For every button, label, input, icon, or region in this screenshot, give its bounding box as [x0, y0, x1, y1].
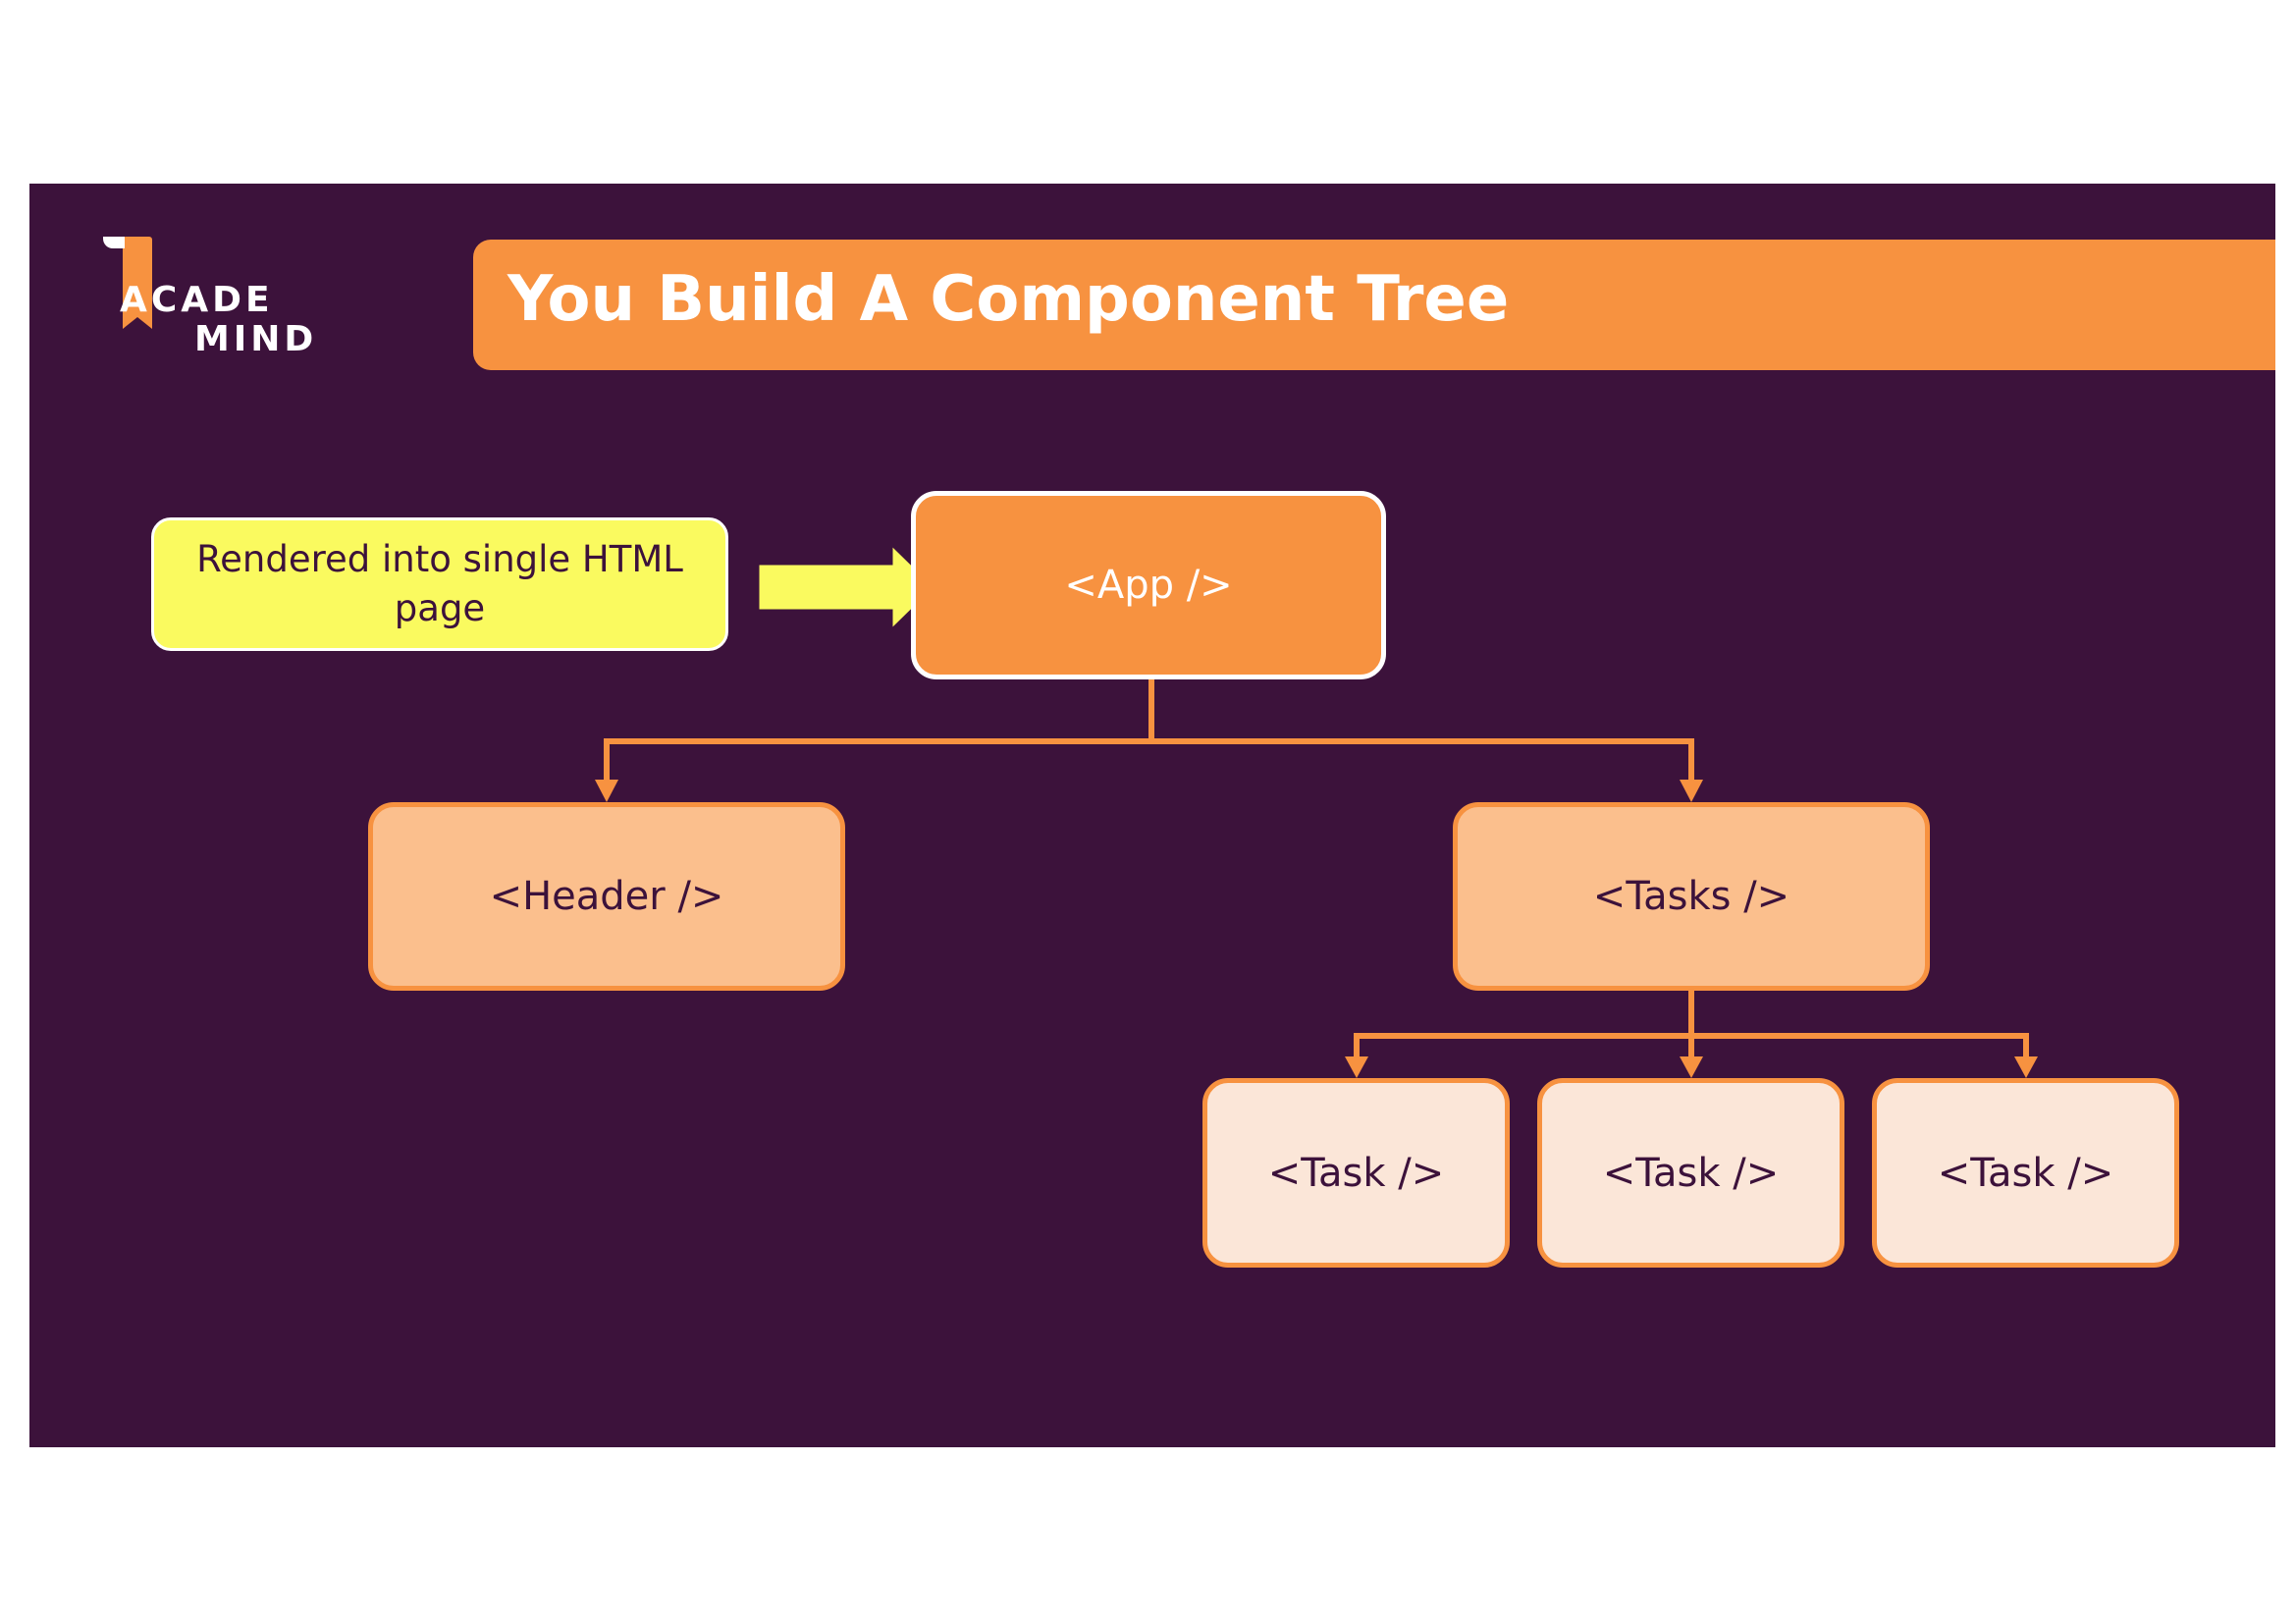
callout-arrow-icon	[756, 540, 938, 634]
logo-flag-icon	[103, 237, 152, 329]
logo-text-line2: MIND	[194, 319, 318, 359]
arrowhead-task2	[1680, 1056, 1703, 1078]
render-callout: Rendered into single HTML page	[151, 517, 728, 651]
slide: ACADE MIND You Build A Component Tree	[29, 184, 2275, 1447]
node-app: <App />	[911, 491, 1386, 679]
title-bar: You Build A Component Tree	[473, 240, 2275, 370]
slide-title: You Build A Component Tree	[507, 263, 1510, 336]
node-task: <Task />	[1537, 1078, 1844, 1268]
tree-connectors	[595, 540, 2038, 1078]
node-tasks: <Tasks />	[1453, 802, 1930, 991]
arrowhead-task3	[2014, 1056, 2038, 1078]
node-task: <Task />	[1202, 1078, 1510, 1268]
arrowhead-task1	[1345, 1056, 1368, 1078]
arrowhead-header	[595, 780, 618, 802]
academind-logo: ACADE MIND	[90, 237, 346, 374]
node-header: <Header />	[368, 802, 845, 991]
arrowhead-tasks	[1680, 780, 1703, 802]
node-task: <Task />	[1872, 1078, 2179, 1268]
logo-text-line1: ACADE	[120, 280, 274, 320]
